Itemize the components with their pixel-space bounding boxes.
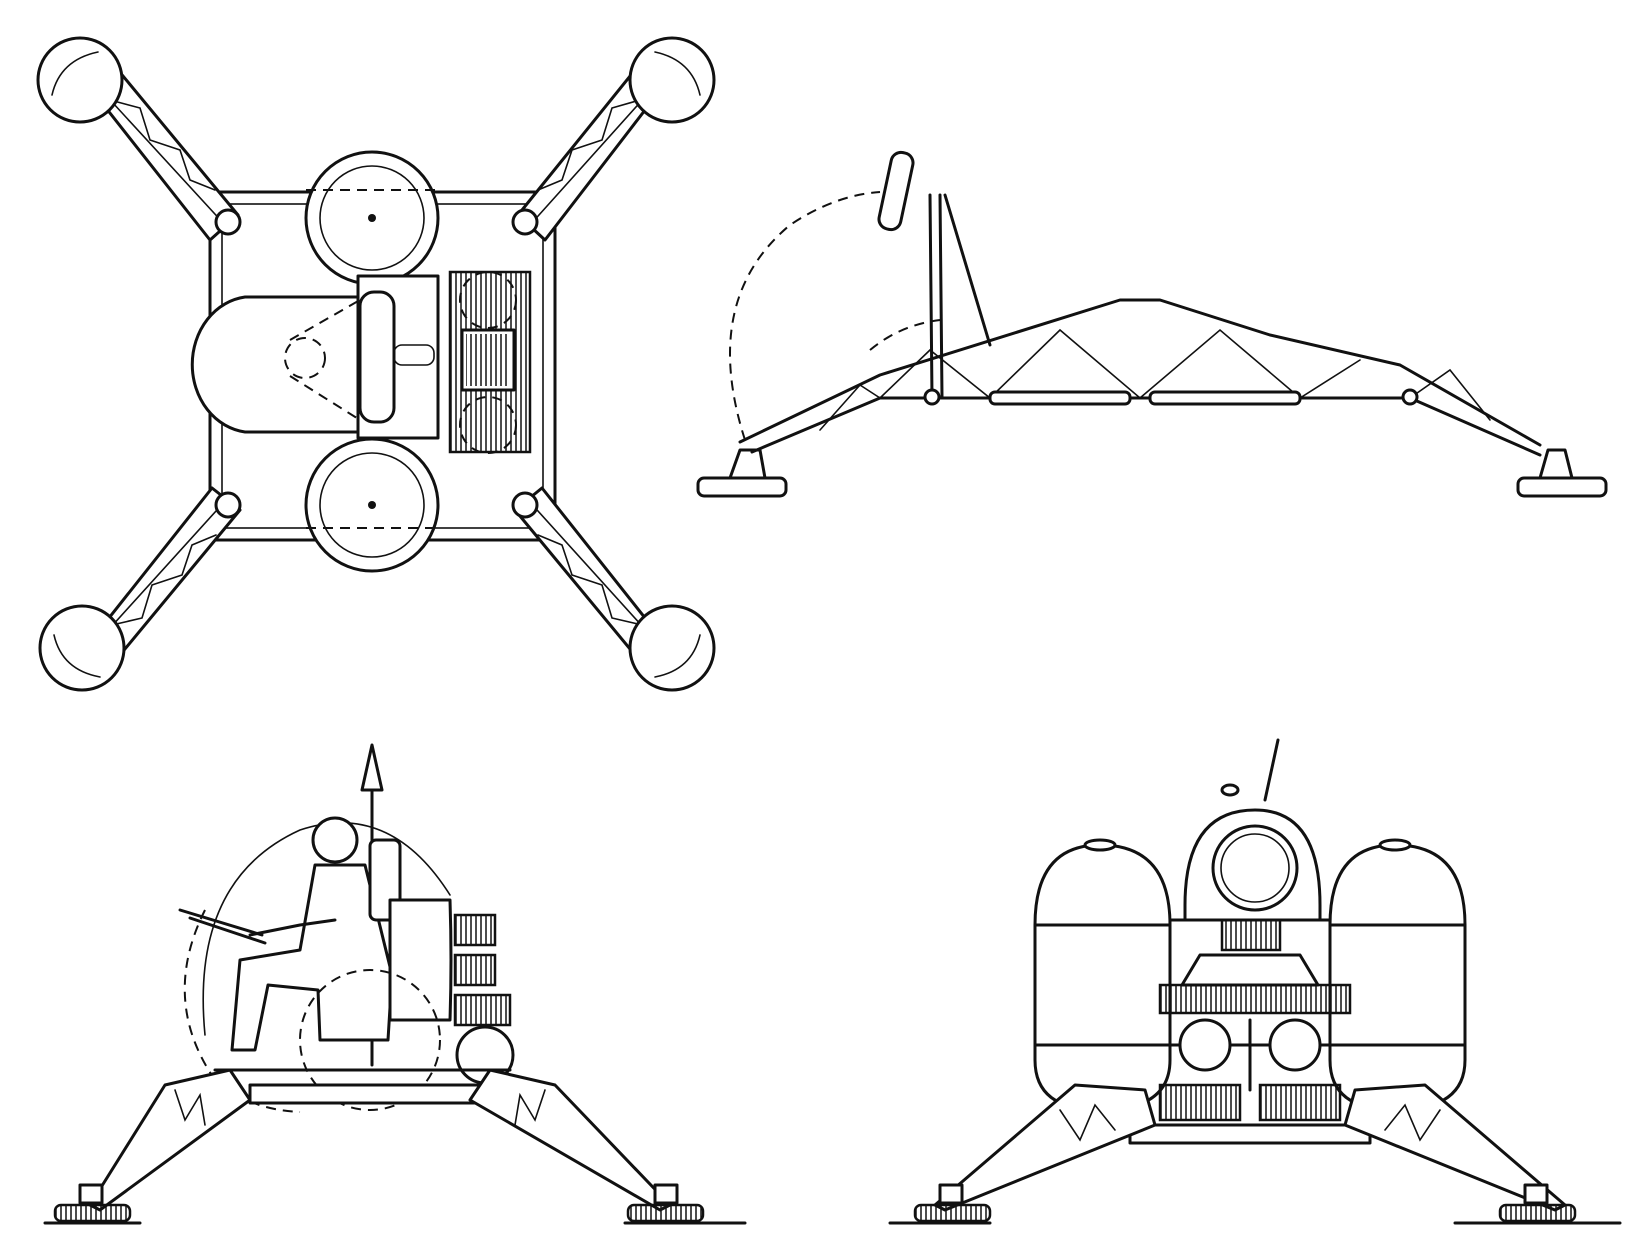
side-seat-back [877,150,915,232]
front-leg-left [933,1083,1157,1212]
front-foot-pad [913,1203,992,1223]
front-antenna [1263,738,1280,802]
side-tank-bar [1148,390,1302,406]
top-foot-pad [628,604,716,692]
pilot-canopy [202,822,451,1036]
side-foot-pad-right [1516,476,1608,498]
front-porthole [1211,824,1299,912]
pilot-view-leg-right [468,1068,672,1212]
top-cylinder-tank [190,295,367,434]
side-swing-arc [729,191,881,441]
side-lower-chord [750,396,1542,457]
top-tank-lower [304,437,440,573]
pilot-view-foot-pad [53,1203,132,1223]
front-sphere-tank-left [1178,1018,1232,1072]
pilot-view-box [453,953,497,987]
top-leg-lower-left [80,486,242,657]
top-foot-pad [38,604,126,692]
top-foot-pad [628,36,716,124]
front-view [888,738,1622,1225]
top-tank-upper [304,150,440,286]
pilot-view-leg-left [88,1068,252,1212]
top-leg-upper-right [511,68,674,242]
top-view [36,36,716,692]
top-foot-pad [36,36,124,124]
side-tank-bar [988,390,1132,406]
pilot-view-box [453,993,512,1027]
side-view-with-pilot [43,743,747,1225]
front-sphere-tank-right [1268,1018,1322,1072]
side-view-deployed-legs [696,150,1608,498]
front-tank-right [1328,843,1467,1112]
pilot-view-foot-pad [626,1203,705,1223]
side-upper-chord [738,298,1542,447]
front-tank-left [1033,843,1172,1112]
front-engine-block [1158,983,1352,1015]
pilot-view-box [453,913,497,947]
side-foot-pad-left [696,476,788,498]
front-foot-pad [1498,1203,1577,1223]
